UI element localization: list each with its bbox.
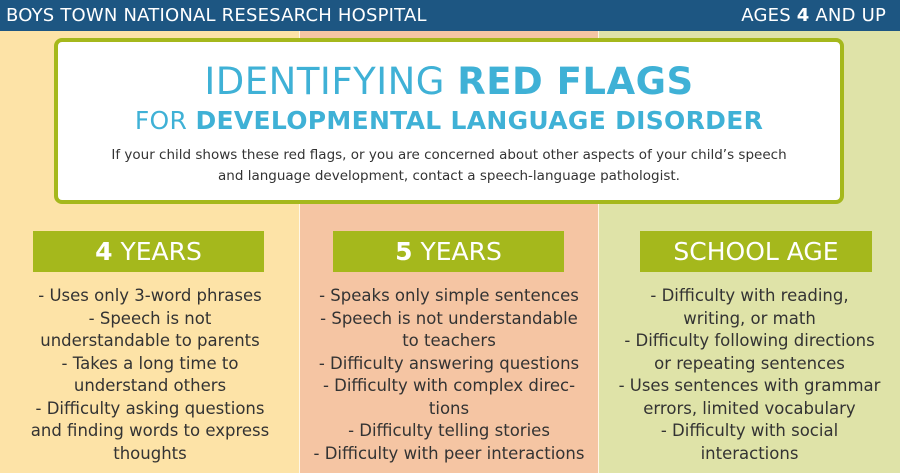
list-item: - Difficulty with peer interactions [313, 443, 585, 463]
list-4-years: - Uses only 3-word phrases - Speech is n… [0, 285, 300, 465]
list-item: - Difficulty with social interactions [660, 421, 839, 463]
heading-4-years: 4 YEARS [33, 231, 264, 272]
top-banner: BOYS TOWN NATIONAL RESESARCH HOSPITAL AG… [0, 0, 900, 31]
heading-school-age: SCHOOL AGE [640, 231, 872, 272]
organization-name: BOYS TOWN NATIONAL RESESARCH HOSPITAL [6, 5, 427, 26]
list-item: - Difficulty telling stories [348, 421, 550, 440]
heading-5-years: 5 YEARS [333, 231, 564, 272]
list-item: - Difficulty answering questions [318, 353, 580, 373]
list-item: - Difficulty asking questions and findin… [30, 398, 270, 463]
description-text: If your child shows these red flags, or … [111, 147, 787, 184]
list-item: - Difficulty following directions or rep… [624, 331, 875, 373]
age-range-label: AGES 4 AND UP [741, 5, 886, 26]
list-5-years: - Speaks only simple sentences - Speech … [300, 285, 598, 465]
column-divider [598, 31, 599, 473]
list-item: - Takes a long time to understand others [61, 353, 239, 396]
title-card: IDENTIFYING RED FLAGS FOR DEVELOPMENTAL … [54, 38, 844, 204]
column-divider [299, 31, 300, 473]
list-item: - Difficulty with complex direc- tions [322, 376, 576, 418]
list-item: - Uses only 3-word phrases [38, 286, 262, 305]
list-item: - Speech is not understandable to teache… [320, 308, 578, 351]
page-title: IDENTIFYING RED FLAGS [204, 60, 694, 103]
list-item: - Uses sentences with grammar errors, li… [618, 376, 881, 418]
list-item: - Difficulty with reading, writing, or m… [650, 286, 849, 328]
list-item: - Speaks only simple sentences [319, 286, 579, 305]
page-subtitle: FOR DEVELOPMENTAL LANGUAGE DISORDER [134, 106, 764, 135]
list-school-age: - Difficulty with reading, writing, or m… [599, 285, 900, 465]
list-item: - Speech is not understandable to parent… [40, 308, 260, 351]
